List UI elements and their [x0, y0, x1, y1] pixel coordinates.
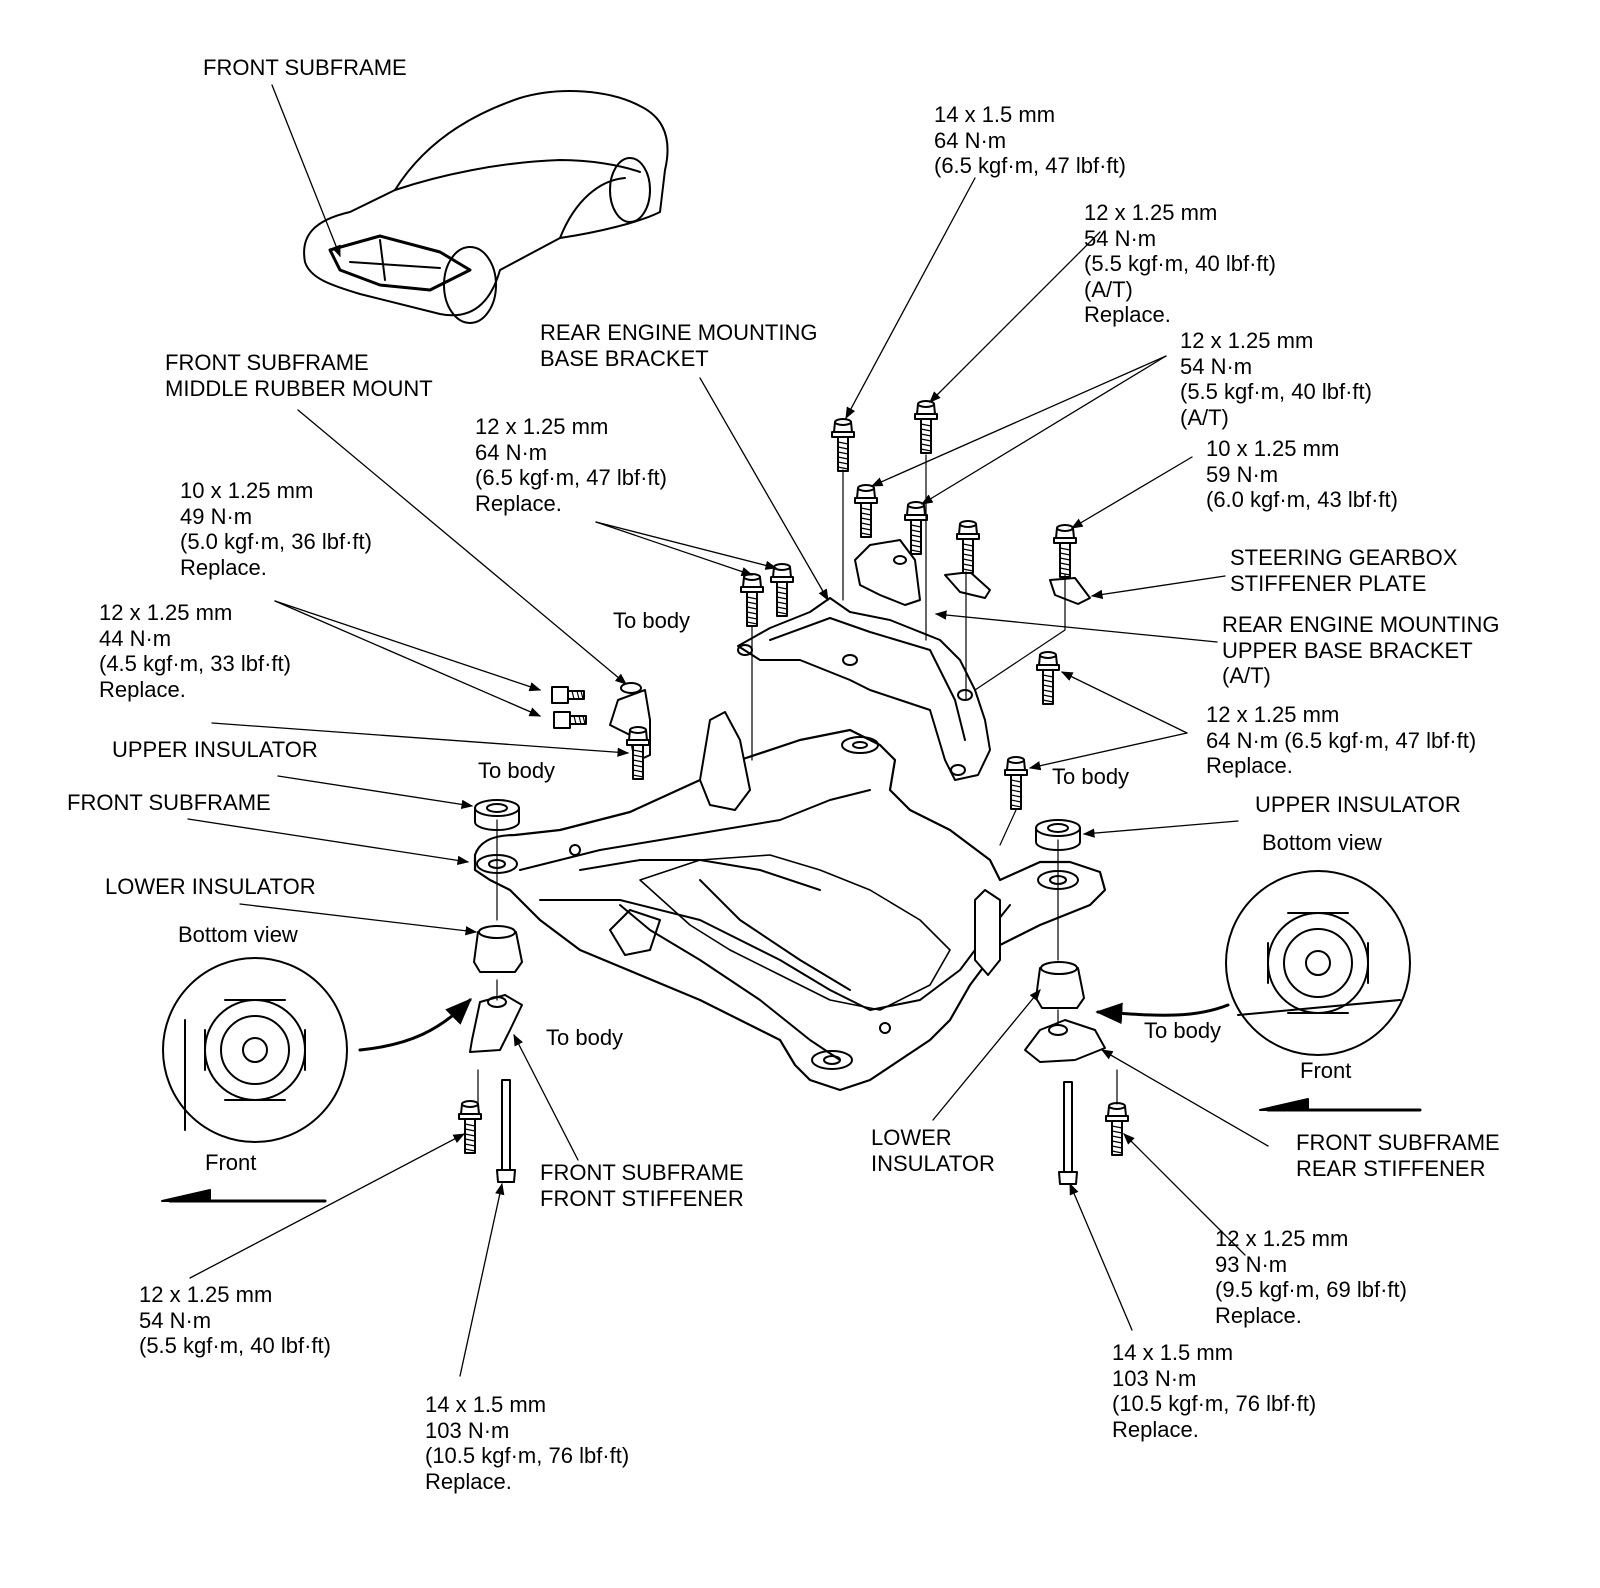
label-bolt-10-59: 10 x 1.25 mm 59 N·m (6.0 kgf·m, 43 lbf·f…: [1206, 436, 1398, 512]
label-bolt-12-54-bottom: 12 x 1.25 mm 54 N·m (5.5 kgf·m, 40 lbf·f…: [139, 1282, 331, 1358]
label-rear-engine-mounting-base-bracket: REAR ENGINE MOUNTING BASE BRACKET: [540, 320, 818, 371]
front-arrow-left: [161, 1189, 327, 1203]
label-bolt-12-64-replace-mid: 12 x 1.25 mm 64 N·m (6.5 kgf·m, 47 lbf·f…: [475, 414, 667, 516]
label-lower-insulator-right: LOWER INSULATOR: [871, 1125, 995, 1176]
front-subframe-rear-stiffener: [1024, 1019, 1106, 1063]
label-bolt-10-49: 10 x 1.25 mm 49 N·m (5.0 kgf·m, 36 lbf·f…: [180, 478, 372, 580]
label-bottom-view-left: Bottom view: [178, 922, 298, 947]
label-to-body-2: To body: [478, 758, 556, 783]
label-bolt-12-44: 12 x 1.25 mm 44 N·m (4.5 kgf·m, 33 lbf·f…: [99, 600, 291, 702]
bottom-view-left: [162, 957, 472, 1143]
label-upper-insulator-right: UPPER INSULATOR: [1255, 792, 1461, 817]
label-to-body-3: To body: [1052, 764, 1130, 789]
label-to-body-1: To body: [613, 608, 691, 633]
lower-insulator-left: [473, 925, 523, 973]
bottom-view-right: [1095, 870, 1411, 1056]
label-bottom-view-right: Bottom view: [1262, 830, 1382, 855]
bolts: [458, 400, 1129, 1185]
label-bolt-14-64-top: 14 x 1.5 mm 64 N·m (6.5 kgf·m, 47 lbf·ft…: [934, 102, 1126, 178]
lower-insulator-right: [1035, 961, 1085, 1009]
front-subframe-front-stiffener: [469, 994, 523, 1053]
label-rear-engine-mounting-upper-base-bracket: REAR ENGINE MOUNTING UPPER BASE BRACKET …: [1222, 612, 1500, 688]
alignment-lines: [477, 454, 1118, 1105]
label-bolt-14-103-right: 14 x 1.5 mm 103 N·m (10.5 kgf·m, 76 lbf·…: [1112, 1340, 1317, 1442]
rear-engine-mounting-base-bracket: [737, 597, 991, 781]
label-front-subframe-left: FRONT SUBFRAME: [67, 790, 271, 815]
label-to-body-5: To body: [1144, 1018, 1222, 1043]
car-outline: [303, 90, 669, 324]
label-front-left: Front: [205, 1150, 257, 1175]
label-lower-insulator-left: LOWER INSULATOR: [105, 874, 316, 899]
leader-lines: [187, 84, 1269, 1377]
label-to-body-4: To body: [546, 1025, 624, 1050]
label-bolt-12-93: 12 x 1.25 mm 93 N·m (9.5 kgf·m, 69 lbf·f…: [1215, 1226, 1407, 1328]
label-bolt-14-103-left: 14 x 1.5 mm 103 N·m (10.5 kgf·m, 76 lbf·…: [425, 1392, 630, 1494]
front-arrow-right: [1259, 1098, 1422, 1112]
label-upper-insulator-left: UPPER INSULATOR: [112, 737, 318, 762]
front-subframe: [473, 711, 1107, 1092]
label-front-right: Front: [1300, 1058, 1352, 1083]
label-front-subframe-rear-stiffener: FRONT SUBFRAME REAR STIFFENER: [1296, 1130, 1500, 1181]
label-front-subframe-front-stiffener: FRONT SUBFRAME FRONT STIFFENER: [540, 1160, 744, 1211]
label-bolt-12-54-at: 12 x 1.25 mm 54 N·m (5.5 kgf·m, 40 lbf·f…: [1180, 328, 1372, 430]
label-steering-gearbox-stiffener-plate: STEERING GEARBOX STIFFENER PLATE: [1230, 545, 1458, 596]
label-front-subframe-top: FRONT SUBFRAME: [203, 55, 407, 80]
label-bolt-12-64-right: 12 x 1.25 mm 64 N·m (6.5 kgf·m, 47 lbf·f…: [1206, 702, 1477, 778]
label-bolt-12-54-at-replace: 12 x 1.25 mm 54 N·m (5.5 kgf·m, 40 lbf·f…: [1084, 200, 1276, 327]
rear-engine-mounting-upper-base-bracket: [854, 539, 921, 606]
label-middle-rubber-mount: FRONT SUBFRAME MIDDLE RUBBER MOUNT: [165, 350, 433, 401]
